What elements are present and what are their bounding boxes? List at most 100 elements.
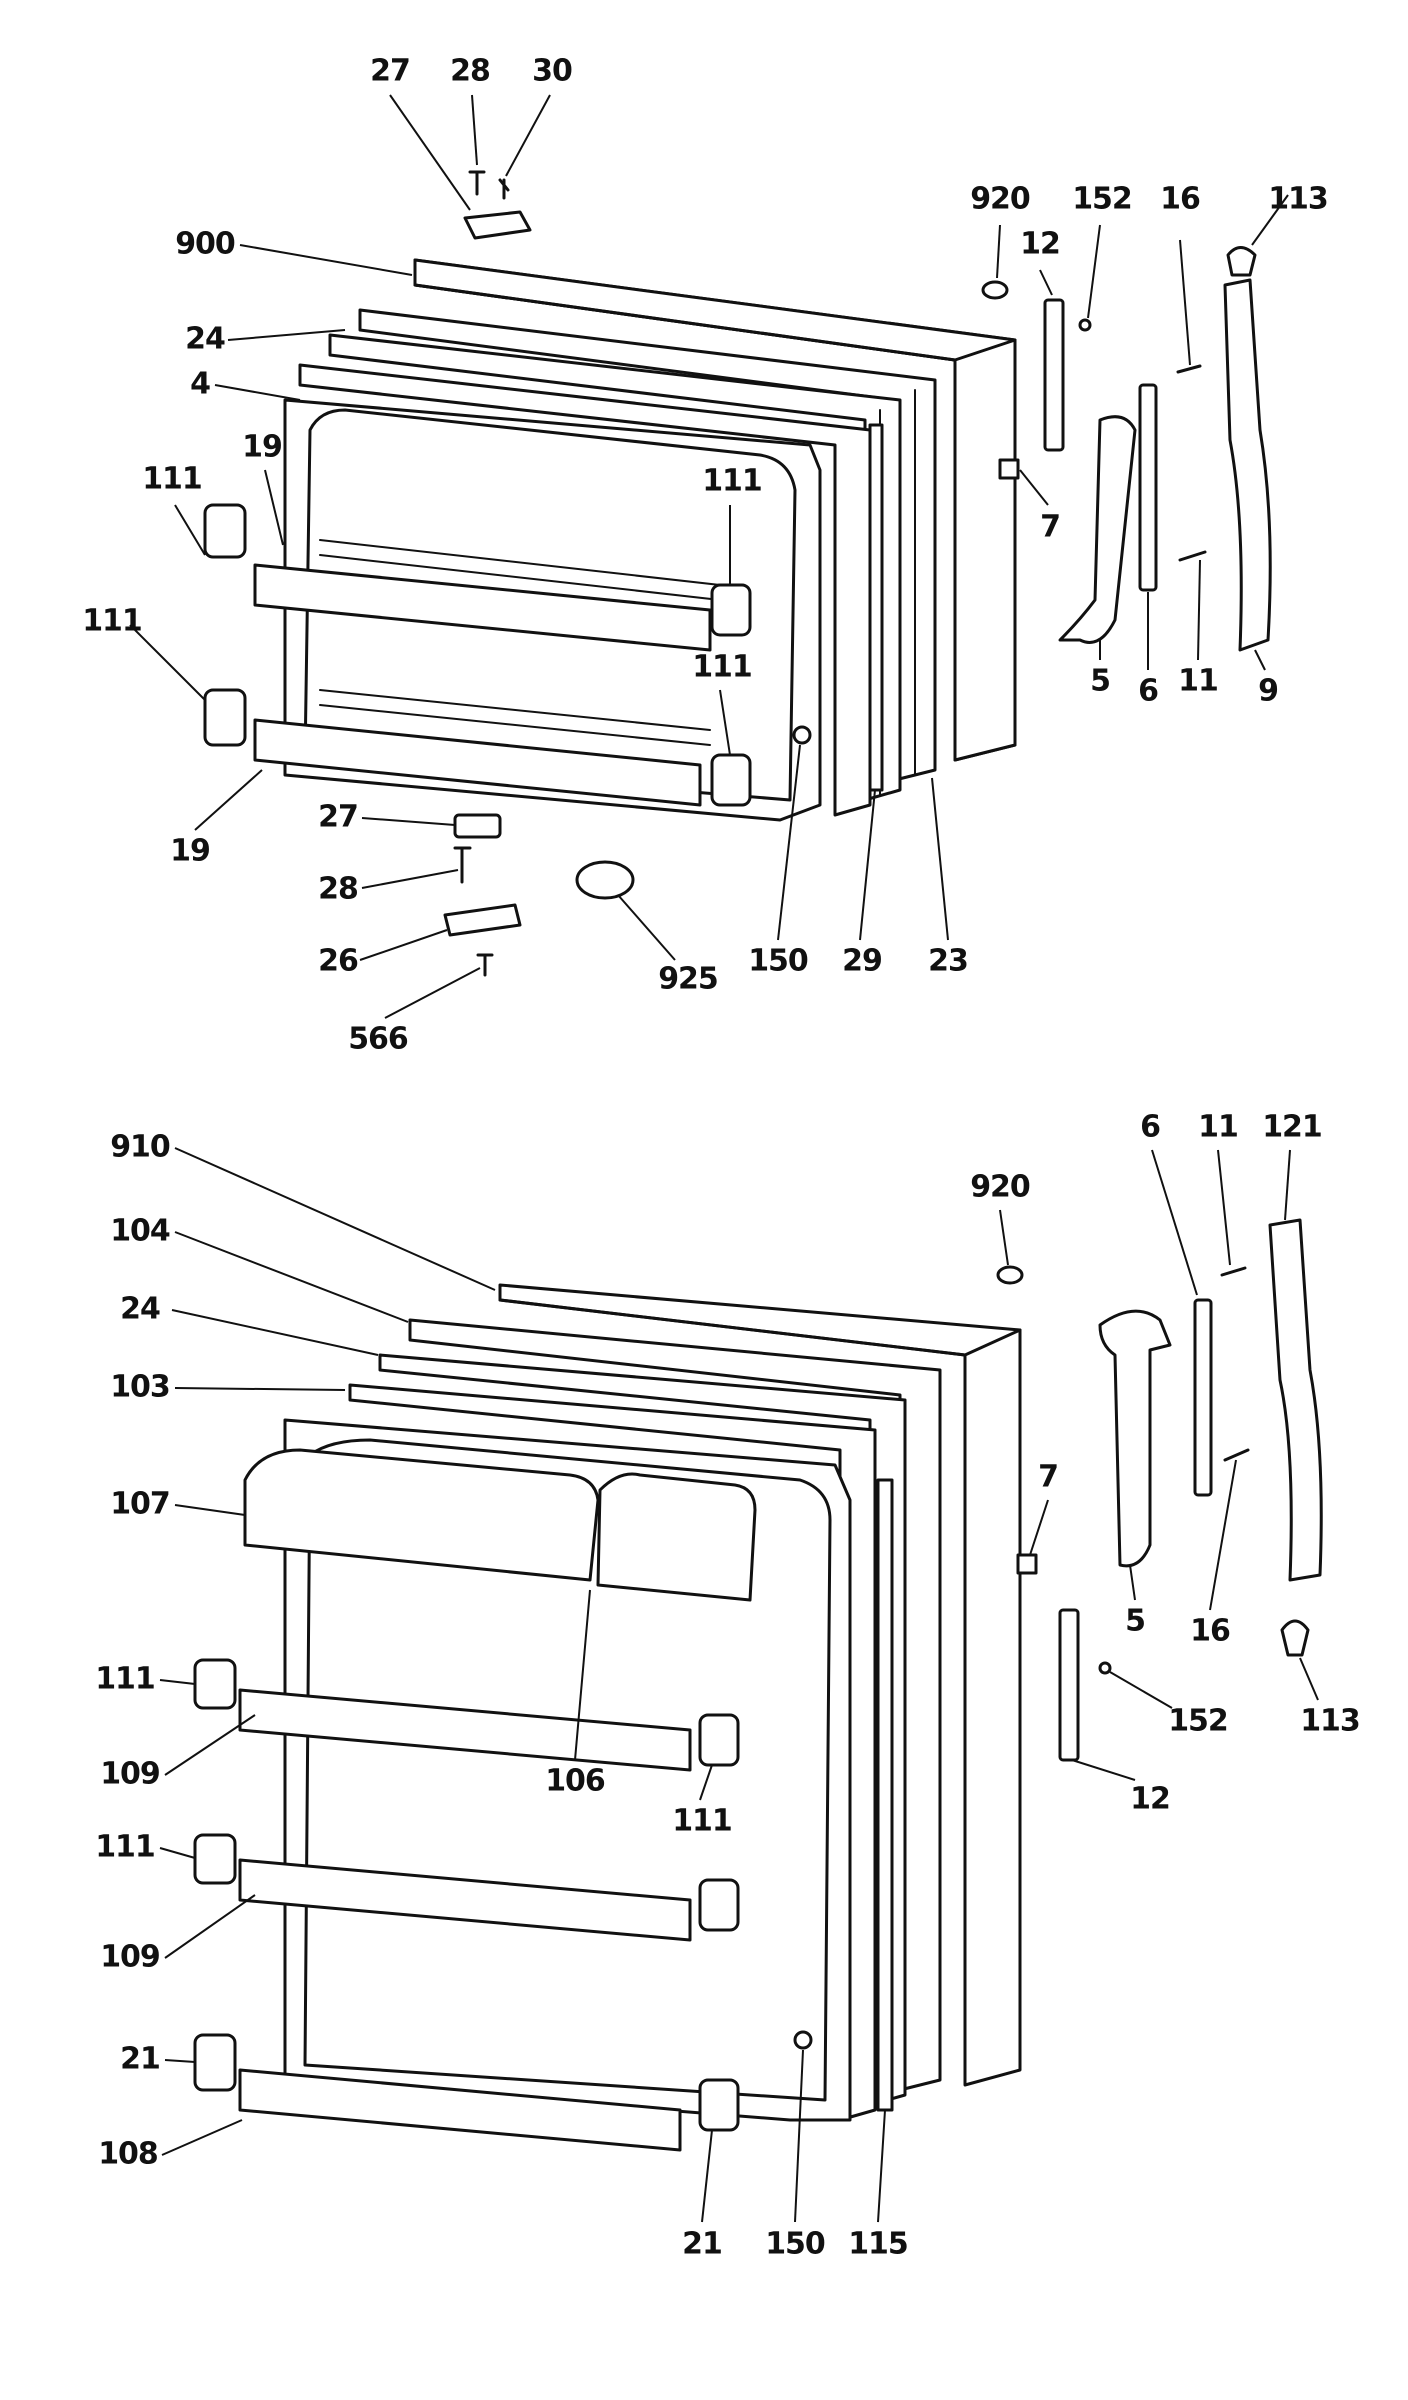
leader-lines (129, 94, 1319, 2223)
callout-label: 21 (682, 2227, 722, 2262)
handle-end-cap (1226, 246, 1257, 277)
shelf-bracket (203, 688, 247, 747)
hinge-plate (443, 903, 522, 937)
callout-label: 19 (170, 834, 210, 869)
door-stop (998, 458, 1020, 480)
callout-label: 27 (318, 800, 358, 835)
gasket-strip (868, 423, 884, 792)
handle-mounting-bar (1058, 1608, 1080, 1762)
callout-label: 11 (1198, 1110, 1238, 1145)
callout-label: 115 (848, 2227, 908, 2262)
callout-label: 16 (1190, 1614, 1230, 1649)
hinge-pin (468, 170, 486, 196)
shelf-bar (238, 2068, 682, 2152)
screw (1098, 1661, 1112, 1675)
screw (793, 2030, 813, 2050)
handle-cover (1223, 278, 1272, 652)
gasket-strip (876, 1478, 894, 2112)
plug (981, 280, 1009, 300)
screw (498, 178, 510, 200)
callout-label: 23 (928, 944, 968, 979)
door-stop (1016, 1553, 1038, 1575)
plug-button (575, 860, 635, 900)
callout-label: 5 (1090, 664, 1110, 699)
outer-door-panel (498, 1283, 1022, 2087)
callout-label: 29 (842, 944, 882, 979)
callout-label: 11 (1178, 664, 1218, 699)
callout-label: 111 (95, 1662, 155, 1697)
callout-label: 6 (1138, 674, 1158, 709)
callout-label: 9 (1258, 674, 1278, 709)
callout-label: 108 (98, 2137, 158, 2172)
callout-label: 111 (672, 1804, 732, 1839)
hinge-pin (453, 846, 472, 884)
door-handle (1098, 1309, 1172, 1568)
handle-mounting-bar (1043, 298, 1065, 452)
callout-label: 109 (100, 1940, 160, 1975)
shelf-bar (238, 1858, 692, 1942)
callout-label: 7 (1038, 1460, 1058, 1495)
callout-label: 113 (1268, 182, 1328, 217)
callout-label: 6 (1140, 1110, 1160, 1145)
callout-label: 106 (545, 1764, 605, 1799)
shelf-bracket (710, 583, 752, 637)
callout-labels: 27 28 30 900 920 152 12 16 113 24 4 19 1… (82, 54, 1361, 2262)
shelf-bracket (698, 2078, 740, 2132)
shelf-bracket (193, 2033, 237, 2092)
callout-label: 4 (190, 367, 210, 402)
shelf-bracket (698, 1878, 740, 1932)
outer-door-panel (413, 258, 1017, 762)
callout-label: 107 (110, 1487, 170, 1522)
shelf-bracket (710, 753, 752, 807)
callout-label: 21 (120, 2042, 160, 2077)
handle-trim-strip (1193, 1298, 1213, 1497)
handle-cover (1268, 1218, 1323, 1582)
top-hinge (463, 210, 532, 240)
callout-label: 111 (82, 604, 142, 639)
callout-label: 150 (748, 944, 808, 979)
callout-label: 152 (1072, 182, 1132, 217)
shelf-bar (238, 1688, 692, 1772)
upper-door-assembly (203, 170, 1272, 977)
callout-label: 16 (1160, 182, 1200, 217)
screw (1220, 1266, 1247, 1277)
lower-door-assembly (193, 1218, 1323, 2152)
shelf-bracket (193, 1833, 237, 1885)
callout-label: 111 (142, 462, 202, 497)
callout-label: 27 (370, 54, 410, 89)
door-handle (1058, 415, 1137, 644)
callout-label: 109 (100, 1757, 160, 1792)
callout-label: 910 (110, 1130, 170, 1165)
screw (1223, 1448, 1250, 1462)
callout-label: 900 (175, 227, 235, 262)
plug (996, 1265, 1024, 1285)
callout-label: 111 (95, 1830, 155, 1865)
callout-label: 920 (970, 182, 1030, 217)
callout-label: 566 (348, 1022, 408, 1057)
callout-label: 925 (658, 962, 718, 997)
callout-label: 121 (1262, 1110, 1322, 1145)
callout-label: 24 (185, 322, 225, 357)
small-bin (596, 1472, 757, 1602)
shelf-bracket (203, 503, 247, 559)
dairy-bin (243, 1448, 600, 1582)
screw (476, 953, 494, 977)
callout-label: 104 (110, 1214, 170, 1249)
callout-label: 113 (1300, 1704, 1360, 1739)
screw (1176, 364, 1202, 374)
callout-label: 26 (318, 944, 358, 979)
callout-label: 19 (242, 430, 282, 465)
callout-label: 5 (1125, 1604, 1145, 1639)
inner-door-liner (253, 398, 822, 822)
callout-label: 28 (318, 872, 358, 907)
callout-label: 12 (1130, 1782, 1170, 1817)
callout-label: 24 (120, 1292, 160, 1327)
handle-end-cap (1280, 1619, 1310, 1657)
callout-label: 111 (702, 464, 762, 499)
screw (792, 725, 812, 745)
callout-label: 152 (1168, 1704, 1228, 1739)
handle-trim-strip (1138, 383, 1158, 592)
shelf-bracket (193, 1658, 237, 1710)
